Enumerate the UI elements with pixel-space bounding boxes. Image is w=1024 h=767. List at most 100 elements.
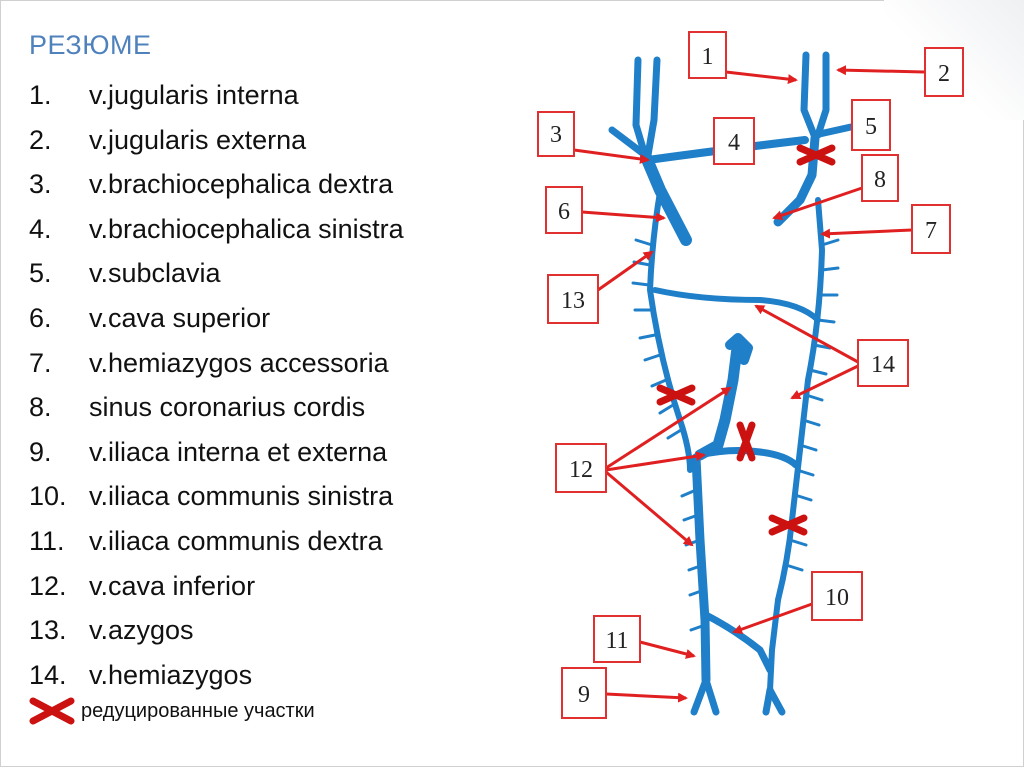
label-box-11: 11 xyxy=(593,615,641,663)
legend-item: 6. v.cava superior xyxy=(29,296,404,341)
legend-item: 1. v.jugularis interna xyxy=(29,73,404,118)
arrow-12b xyxy=(605,451,706,472)
legend-item: 9. v.iliaca interna et externa xyxy=(29,430,404,475)
label-box-text: 5 xyxy=(865,114,877,140)
upper-anastomosis xyxy=(652,287,821,323)
arrow-9 xyxy=(605,692,688,703)
legend-text: v.iliaca communis dextra xyxy=(89,525,383,556)
legend-item: 7. v.hemiazygos accessoria xyxy=(29,341,404,386)
legend-text: v.brachiocephalica sinistra xyxy=(89,213,404,244)
label-box-3: 3 xyxy=(537,111,575,157)
left-jugular-external-vein xyxy=(814,51,830,139)
legend-number: 8. xyxy=(29,392,52,423)
legend-number: 12. xyxy=(29,570,67,601)
label-box-text: 12 xyxy=(569,457,593,483)
intercostal-branches-left xyxy=(784,238,840,572)
inferior-vena-cava-lower xyxy=(691,453,711,685)
label-box-14: 14 xyxy=(857,339,909,387)
legend-number: 5. xyxy=(29,258,52,289)
intercostal-branches-right xyxy=(631,238,707,632)
legend-text: v.cava inferior xyxy=(89,570,256,601)
label-boxes: 1 2 3 4 5 8 6 7 xyxy=(537,31,964,719)
label-box-8: 8 xyxy=(861,154,899,202)
legend-number: 1. xyxy=(29,80,52,110)
red-cross-icon xyxy=(768,514,808,536)
legend-number: 13. xyxy=(29,615,67,646)
right-subclavian-vein xyxy=(608,126,649,159)
legend-text: v.subclavia xyxy=(89,258,221,289)
legend-item: 4. v.brachiocephalica sinistra xyxy=(29,207,404,252)
label-box-text: 14 xyxy=(871,352,895,378)
label-box-text: 7 xyxy=(925,218,937,244)
legend-number: 10. xyxy=(29,481,67,512)
left-lumbar-trunk xyxy=(767,597,781,693)
red-cross-icon xyxy=(796,144,836,166)
label-box-7: 7 xyxy=(911,204,951,254)
legend-item: 11. v.iliaca communis dextra xyxy=(29,519,404,564)
legend-item: 12. v.cava inferior xyxy=(29,564,404,609)
red-cross-icon xyxy=(736,421,756,462)
label-box-2: 2 xyxy=(924,47,964,97)
legend-number: 14. xyxy=(29,659,67,690)
arrow-13 xyxy=(597,250,654,292)
legend-number: 9. xyxy=(29,436,52,467)
legend-number: 2. xyxy=(29,124,52,155)
arrow-1 xyxy=(725,70,798,85)
legend-number: 11. xyxy=(29,525,65,556)
red-cross-icon xyxy=(29,697,75,725)
left-iliac-internal-vein xyxy=(766,686,786,716)
label-box-13: 13 xyxy=(547,274,599,324)
right-jugular-external-vein xyxy=(644,56,661,159)
right-jugular-vein xyxy=(632,56,649,159)
legend-item: 10. v.iliaca communis sinistra xyxy=(29,474,404,519)
arrow-11 xyxy=(639,640,696,659)
legend-text: v.hemiazygos accessoria xyxy=(89,347,389,378)
label-box-text: 11 xyxy=(605,628,628,654)
arrow-3 xyxy=(573,148,650,164)
arrow-7 xyxy=(820,228,913,239)
label-box-1: 1 xyxy=(688,31,727,79)
legend-number: 4. xyxy=(29,213,52,244)
legend-item: 14.v.hemiazygos xyxy=(29,653,404,698)
legend-item: 3.v.brachiocephalica dextra xyxy=(29,162,404,207)
arrow-12c xyxy=(605,470,694,547)
legend-text: v.cava superior xyxy=(89,302,271,333)
hemiazygos-vein xyxy=(775,197,825,603)
label-box-4: 4 xyxy=(713,117,755,165)
label-box-text: 10 xyxy=(825,585,849,611)
label-box-text: 4 xyxy=(728,130,740,156)
label-box-text: 13 xyxy=(561,288,585,314)
hepatic-confluence xyxy=(725,333,753,365)
legend-text: v.jugularis interna xyxy=(89,80,299,110)
legend-number: 3. xyxy=(29,169,52,200)
legend-item: 5. v.subclavia xyxy=(29,251,404,296)
label-arrows xyxy=(573,65,925,703)
reduced-note-text: редуцированные участки xyxy=(81,699,315,722)
legend-text: v.iliaca interna et externa xyxy=(89,436,388,467)
label-box-9: 9 xyxy=(561,667,607,719)
inferior-vena-cava-upper xyxy=(694,334,744,461)
label-box-text: 8 xyxy=(874,167,886,193)
label-box-12: 12 xyxy=(555,443,607,493)
legend-text: v.jugularis externa xyxy=(89,124,307,155)
legend-text: v.azygos xyxy=(89,615,194,646)
legend-text: sinus coronarius cordis xyxy=(89,392,366,423)
azygos-vein xyxy=(647,189,693,473)
label-box-6: 6 xyxy=(545,186,583,234)
label-box-10: 10 xyxy=(811,571,863,621)
label-box-text: 3 xyxy=(550,122,562,148)
reduced-legend: редуцированные участки xyxy=(29,696,315,726)
label-box-text: 6 xyxy=(558,199,570,225)
arrow-14b xyxy=(790,364,859,400)
left-jugular-vein xyxy=(800,51,818,139)
arrow-2 xyxy=(836,65,925,76)
legend-number: 6. xyxy=(29,302,52,333)
legend-text: v.iliaca communis sinistra xyxy=(89,481,394,512)
label-box-text: 9 xyxy=(578,682,590,708)
legend-item: 8. sinus coronarius cordis xyxy=(29,385,404,430)
legend-number: 7. xyxy=(29,347,52,378)
arrow-12a xyxy=(605,386,732,470)
label-box-5: 5 xyxy=(851,99,891,151)
label-box-text: 2 xyxy=(938,61,950,87)
